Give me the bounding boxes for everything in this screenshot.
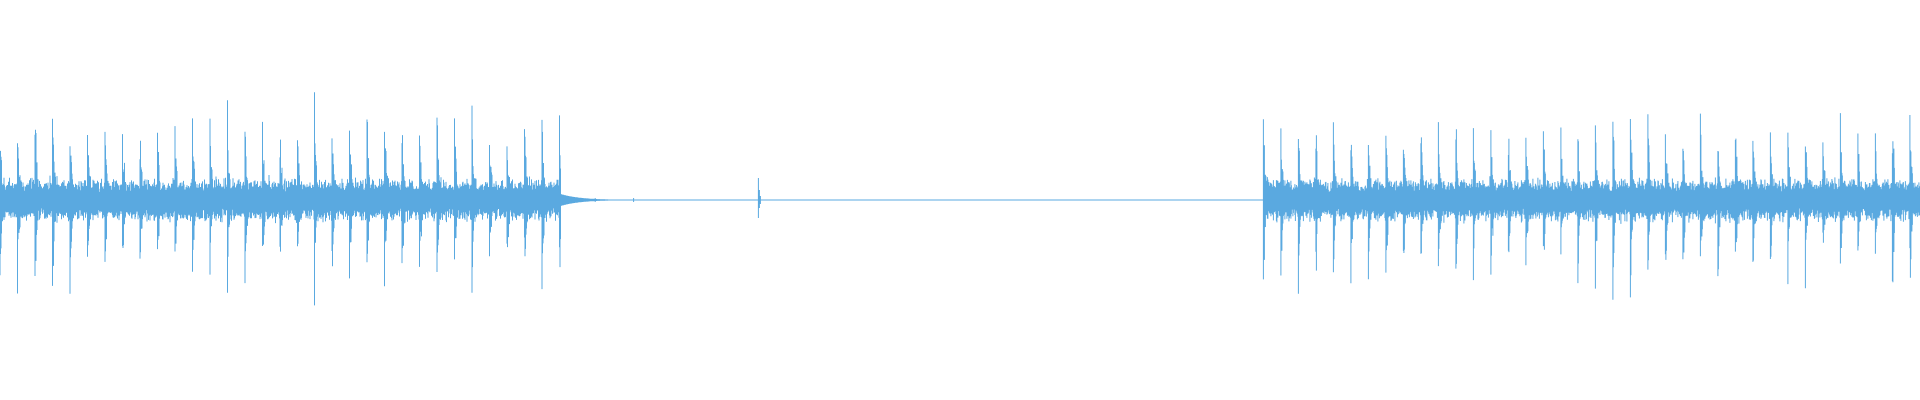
waveform-samples [0,92,1920,306]
waveform-trace [0,92,1920,306]
